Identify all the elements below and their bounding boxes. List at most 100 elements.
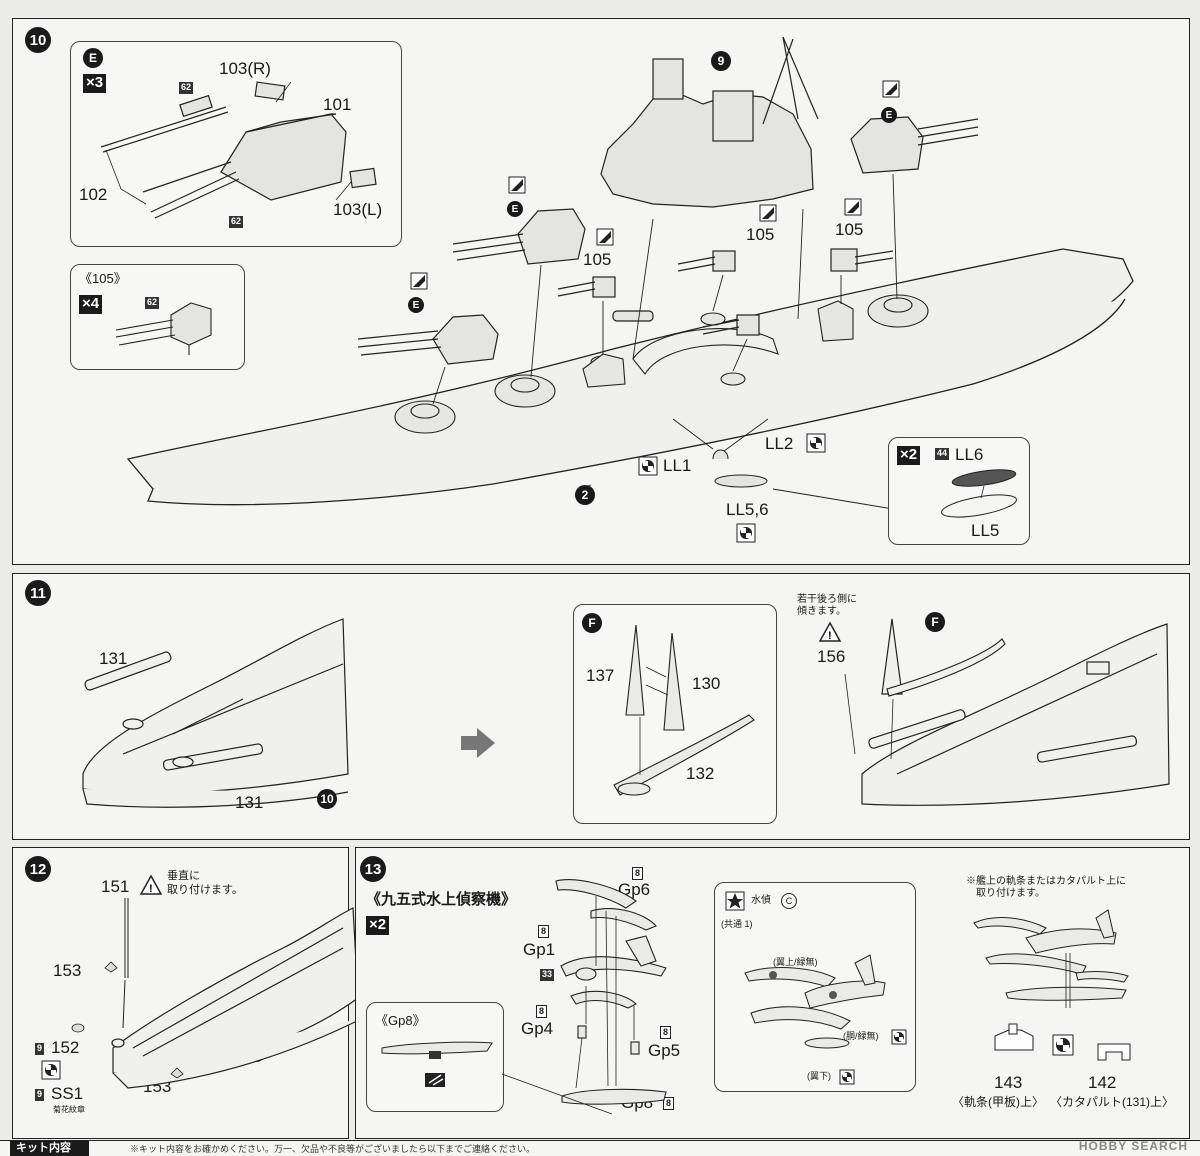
secondary-turret-drawing [115,302,212,355]
marking-subassembly-box: 水偵 C (共通 1) (翼上/緑無) (胴/緑無) (翼下) [714,882,916,1092]
marking-wing-top: (翼上/緑無) [773,957,818,967]
part-label-151: 151 [101,877,130,896]
paint-code-badge: 9 [35,1089,45,1101]
part-label-156: 156 [817,647,846,666]
decal-icon [41,1060,61,1080]
marking-fuselage: (胴/緑無) [843,1031,879,1041]
ss1-caption: 菊花紋章 [53,1105,85,1114]
caption-142: 〈カタパルト(131)上〉 [1050,1095,1175,1109]
instruction-note: 傾きます。 [797,606,846,617]
caution-icon: ! [139,874,163,895]
part-letter-badge: F [925,612,945,632]
part-label-153: 153 [53,961,82,980]
marking-code: C [781,893,797,909]
part-label-101: 101 [323,95,352,114]
part-label-102: 102 [79,185,108,204]
bow-deck-drawing-left [82,618,349,808]
float-drawing [381,1041,493,1087]
paint-code-badge: 8 [660,1026,672,1039]
quantity-badge: ×2 [897,446,921,465]
paint-indicator-icon [882,80,900,98]
aircraft-mounted-drawing [973,909,1129,1008]
part-letter-badge: E [881,107,897,123]
decal-icon [806,433,826,453]
paint-indicator-icon [410,272,428,290]
part-label-103l: 103(L) [333,200,383,219]
instruction-note: 若干後ろ側に [797,594,857,605]
paint-code-badge: 33 [540,969,555,981]
part-label-131: 131 [99,649,128,668]
paint-code-badge: 62 [179,82,194,94]
star-icon [725,891,745,911]
catapult-part-drawing [1097,1043,1131,1061]
svg-text:!: ! [149,883,153,895]
part-label-105: 105 [583,250,612,269]
instruction-note: ※艦上の軌条またはカタパルト上に [966,876,1126,887]
float-subassembly-box: 《Gp8》 [366,1002,504,1112]
paint-code-badge: 8 [538,925,550,938]
part-label-103r: 103(R) [219,59,271,78]
paint-code-badge: 44 [935,448,950,460]
part-label-130: 130 [692,674,721,693]
part-label-132: 132 [686,764,715,783]
part-label-ss1: SS1 [51,1084,84,1103]
quantity-badge: ×2 [366,916,390,935]
paint-code-badge: 8 [536,1005,548,1018]
paint-indicator-icon [759,204,777,222]
hull-part-badge: 2 [575,485,595,505]
part-letter-badge: F [582,613,602,633]
quantity-badge: ×3 [83,74,107,93]
part-label-105: 105 [746,225,775,244]
svg-text:!: ! [828,630,832,642]
bridge-part-badge: 9 [711,51,731,71]
part-label-gp5: Gp5 [648,1041,681,1060]
part-label-gp6: Gp6 [618,880,651,899]
step-ref-badge: 10 [317,789,337,809]
mainmast-deck-drawing [844,618,1170,806]
part-label-ll56: LL5,6 [726,500,769,519]
instruction-note: 取り付けます。 [976,888,1045,899]
part-label-gp4: Gp4 [521,1019,554,1038]
marking-wing-bottom: (翼下) [807,1071,831,1081]
step-11-panel: 11 131 131 10 F 137 130 132 [12,573,1190,840]
step-number: 12 [25,856,51,882]
instruction-note: 取り付けます。 [167,884,243,896]
caption-143: 〈軌条(甲板)上〉 [952,1095,1044,1109]
decal-icon [1052,1034,1074,1056]
decal-icon [638,456,658,476]
decal-icon [839,1069,855,1085]
part-label-ll1: LL1 [663,456,692,475]
footer-tab: キット内容 [10,1141,89,1156]
part-label-ll6: LL6 [955,445,984,464]
paint-code-badge: 8 [632,867,644,880]
watermark-logo: HOBBY SEARCH [1078,1139,1188,1153]
arrow-right-icon [461,728,495,758]
part-letter-badge: E [83,48,103,68]
main-turret-subassembly-box: E ×3 103(R) 101 102 103(L) 62 62 [70,41,402,247]
hull-assembly-drawing [126,36,1134,510]
paint-indicator-icon [508,176,526,194]
step-12-panel: 12 151 ! 垂直に 取り付けます。 153 153 9 152 9 SS1… [12,847,364,1139]
paint-indicator-icon [596,228,614,246]
kit-contents-footer: キット内容 ※キット内容をお確かめください。万一、欠品や不良等がございましたら以… [0,1140,1200,1156]
part-label-152: 152 [51,1038,80,1057]
decal-icon [736,523,756,543]
quantity-badge: ×4 [79,295,103,314]
paint-code-badge: 9 [35,1043,45,1055]
part-label-ll5: LL5 [971,521,1000,540]
footer-note: ※キット内容をお確かめください。万一、欠品や不良等がございましたら以下までご連絡… [130,1144,536,1154]
bow-detail-drawing [71,898,364,1089]
decal-icon [891,1029,907,1045]
aircraft-title: 《九五式水上偵察機》 [366,891,517,908]
secondary-turret-subassembly-box: 《105》 ×4 62 [70,264,245,370]
marking-common: (共通 1) [721,919,753,929]
part-letter-badge: E [408,297,424,313]
main-turret-drawing [100,81,377,219]
sub-box-ref: 《Gp8》 [375,1013,426,1028]
crane-parts-drawing [613,624,755,796]
step-10-panel: 10 E ×3 103(R) 101 102 103(L) 62 62 [12,18,1190,565]
paint-code-badge: 8 [663,1097,675,1110]
launch-boat-subassembly-box: ×2 44 LL6 LL5 [888,437,1030,545]
part-label-gp1: Gp1 [523,940,556,959]
part-label-137: 137 [586,666,615,685]
